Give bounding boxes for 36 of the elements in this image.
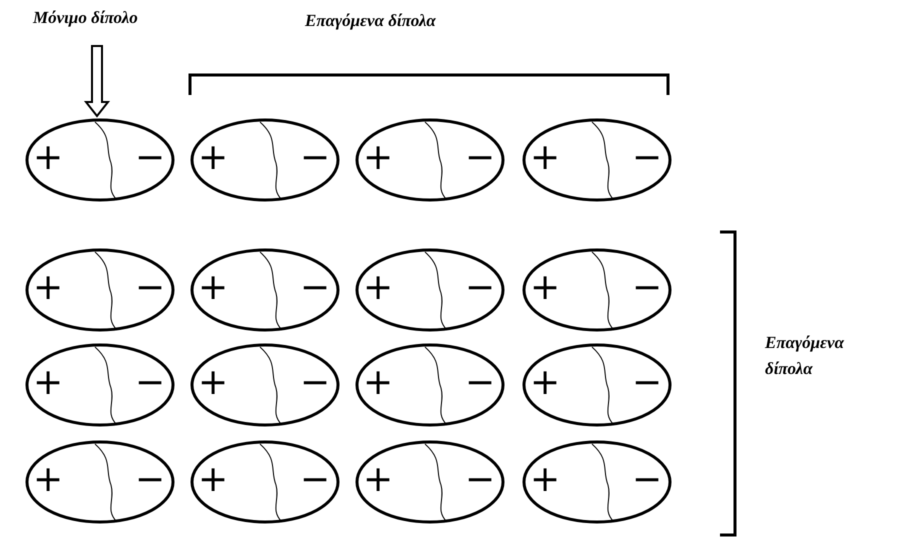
- plus-sign: +: [198, 462, 228, 498]
- plus-sign: +: [33, 365, 64, 401]
- plus-sign: +: [363, 365, 394, 401]
- caption-text: Μόνιμο δίπολο: [33, 8, 138, 27]
- caption-text: Επαγόμενα δίπολα: [305, 10, 436, 32]
- minus-sign: −: [300, 140, 330, 176]
- caption-text: Επαγόμενα δίπολα: [765, 332, 846, 380]
- minus-sign: −: [632, 270, 662, 306]
- plus-sign: +: [33, 270, 64, 306]
- plus-sign: +: [363, 270, 394, 306]
- minus-sign: −: [465, 462, 496, 498]
- minus-sign: −: [632, 140, 662, 176]
- plus-sign: +: [530, 365, 560, 401]
- minus-sign: −: [300, 365, 330, 401]
- minus-sign: −: [465, 270, 496, 306]
- plus-sign: +: [363, 140, 394, 176]
- minus-sign: −: [632, 365, 662, 401]
- plus-sign: +: [198, 270, 228, 306]
- plus-sign: +: [198, 140, 228, 176]
- minus-sign: −: [465, 140, 496, 176]
- plus-sign: +: [198, 365, 228, 401]
- plus-sign: +: [530, 270, 560, 306]
- plus-sign: +: [33, 140, 64, 176]
- plus-sign: +: [363, 462, 394, 498]
- minus-sign: −: [300, 270, 330, 306]
- plus-sign: +: [530, 462, 560, 498]
- minus-sign: −: [465, 365, 496, 401]
- minus-sign: −: [135, 365, 166, 401]
- minus-sign: −: [135, 140, 166, 176]
- minus-sign: −: [135, 270, 166, 306]
- hollow-arrow: [84, 45, 110, 118]
- minus-sign: −: [300, 462, 330, 498]
- plus-sign: +: [33, 462, 64, 498]
- minus-sign: −: [135, 462, 166, 498]
- plus-sign: +: [530, 140, 560, 176]
- minus-sign: −: [632, 462, 662, 498]
